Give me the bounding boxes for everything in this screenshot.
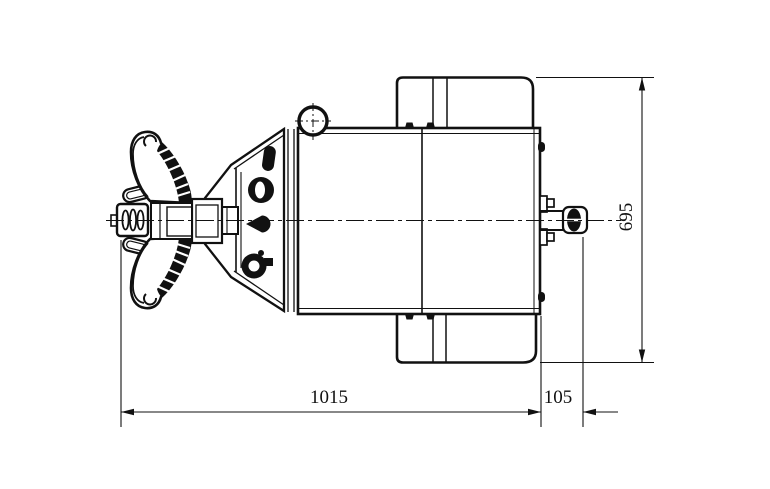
dimension-shaft-extension bbox=[582, 237, 618, 427]
cone-ports bbox=[241, 146, 276, 279]
arrow-up-icon bbox=[638, 77, 646, 91]
port-drop-icon bbox=[246, 215, 271, 233]
shaft-bracket-top bbox=[539, 195, 555, 213]
port-plug-lower-icon bbox=[241, 250, 273, 279]
lower-blade bbox=[129, 235, 192, 310]
bottom-flange bbox=[395, 314, 538, 364]
dimension-label-overall-height: 695 bbox=[616, 203, 637, 232]
dimension-label-shaft-extension: 105 bbox=[544, 387, 573, 408]
shaft-bracket-bottom bbox=[539, 228, 555, 246]
dimension-overall-height bbox=[536, 76, 654, 364]
bolt-tabs bbox=[405, 122, 545, 320]
arrow-right-icon bbox=[528, 408, 541, 416]
arrow-left-icon bbox=[121, 408, 134, 416]
lifting-eye bbox=[295, 103, 331, 140]
dimension-overall-length bbox=[120, 240, 542, 427]
top-flange bbox=[395, 76, 535, 128]
arrow-left-icon bbox=[583, 408, 596, 416]
propeller bbox=[122, 130, 192, 310]
port-plug-upper-icon bbox=[248, 177, 274, 203]
port-slot-icon bbox=[262, 146, 276, 171]
upper-blade bbox=[129, 130, 192, 205]
arrow-down-icon bbox=[638, 349, 646, 363]
dimension-label-overall-length: 1015 bbox=[310, 387, 348, 408]
